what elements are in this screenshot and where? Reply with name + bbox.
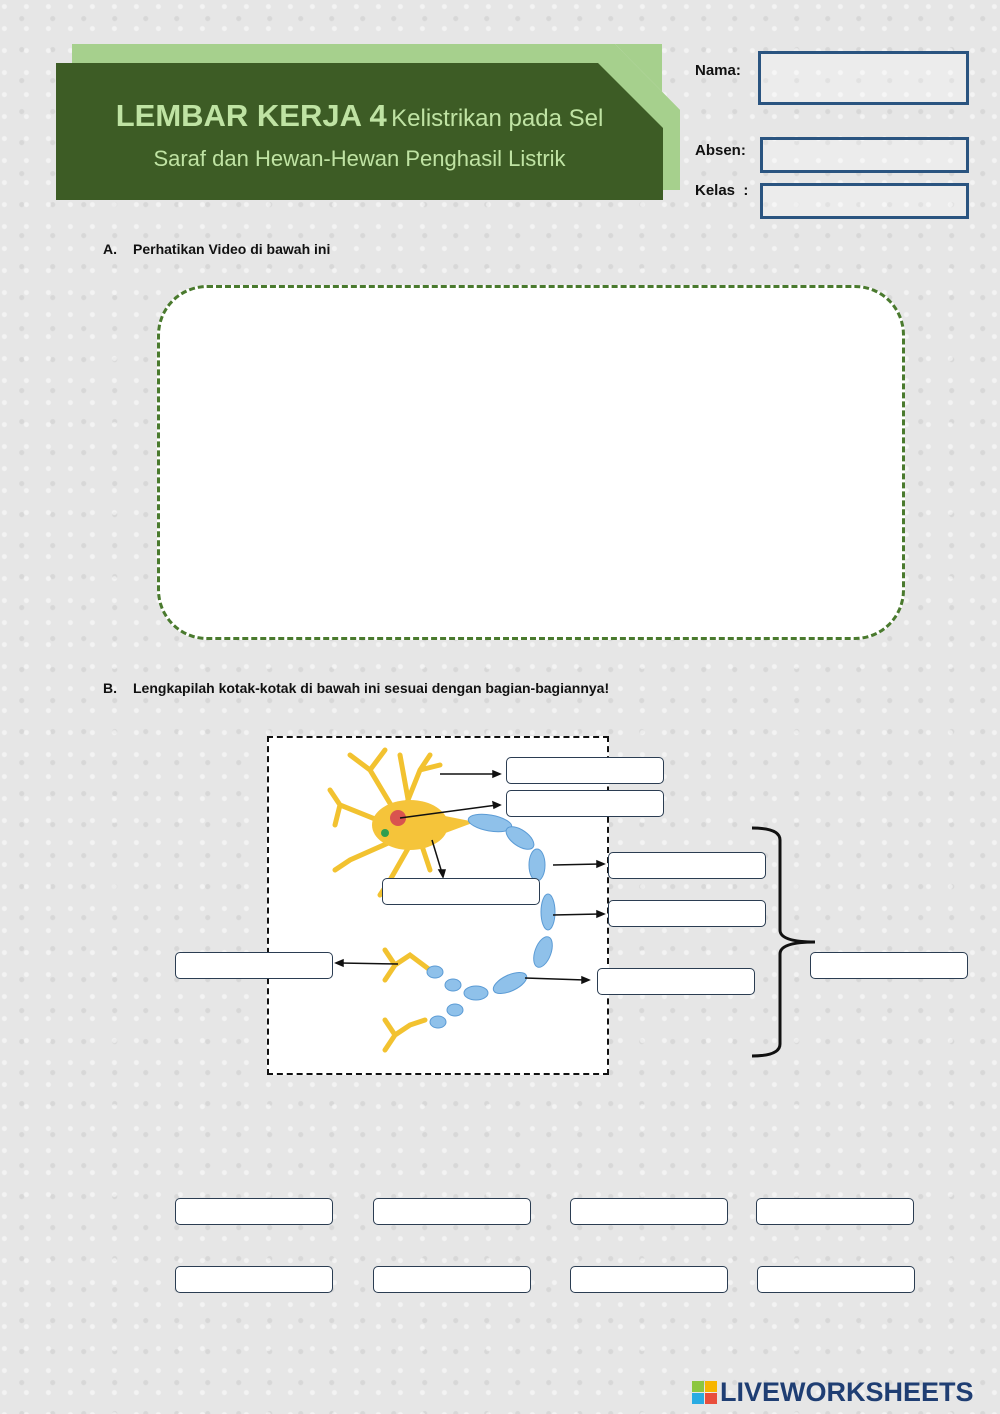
nama-label: Nama:: [695, 62, 741, 79]
absen-label: Absen:: [695, 142, 746, 159]
logo-text: LIVEWORKSHEETS: [720, 1377, 974, 1407]
answer-box-bottom-7[interactable]: [570, 1266, 728, 1293]
liveworksheets-logo: LIVEWORKSHEETS: [692, 1377, 974, 1408]
header-banner: [56, 44, 680, 200]
kelas-input[interactable]: [760, 183, 969, 219]
section-a-letter: A.: [103, 241, 117, 257]
video-frame[interactable]: [157, 285, 905, 640]
nama-input[interactable]: [758, 51, 969, 105]
answer-box-terminal[interactable]: [175, 952, 333, 979]
answer-box-bottom-8[interactable]: [757, 1266, 915, 1293]
answer-box-bottom-1[interactable]: [175, 1198, 333, 1225]
answer-box-bottom-6[interactable]: [373, 1266, 531, 1293]
kelas-label: Kelas :: [695, 182, 749, 199]
answer-box-axon-1[interactable]: [608, 852, 766, 879]
answer-box-axon-3[interactable]: [597, 968, 755, 995]
title-rest: Kelistrikan pada Sel: [391, 105, 604, 132]
answer-box-nucleus[interactable]: [506, 790, 664, 817]
worksheet-title: LEMBAR KERJA 4 Kelistrikan pada Sel: [56, 98, 663, 134]
title-bold: LEMBAR KERJA 4: [115, 98, 387, 133]
live-logo-icon: [692, 1380, 717, 1404]
answer-box-bottom-3[interactable]: [570, 1198, 728, 1225]
section-b-heading: Lengkapilah kotak-kotak di bawah ini ses…: [133, 680, 610, 696]
neuron-illustration: [327, 747, 816, 1058]
answer-box-bottom-2[interactable]: [373, 1198, 531, 1225]
absen-input[interactable]: [760, 137, 969, 173]
answer-box-cell-body[interactable]: [382, 878, 540, 905]
worksheet-subtitle: Saraf dan Hewan-Hewan Penghasil Listrik: [153, 146, 566, 171]
answer-box-bracket[interactable]: [810, 952, 968, 979]
answer-box-axon-2[interactable]: [608, 900, 766, 927]
answer-box-bottom-5[interactable]: [175, 1266, 333, 1293]
answer-box-bottom-4[interactable]: [756, 1198, 914, 1225]
section-a-heading: Perhatikan Video di bawah ini: [133, 241, 331, 257]
section-b-letter: B.: [103, 680, 117, 696]
bracket: [751, 826, 816, 1058]
answer-box-dendrite[interactable]: [506, 757, 664, 784]
